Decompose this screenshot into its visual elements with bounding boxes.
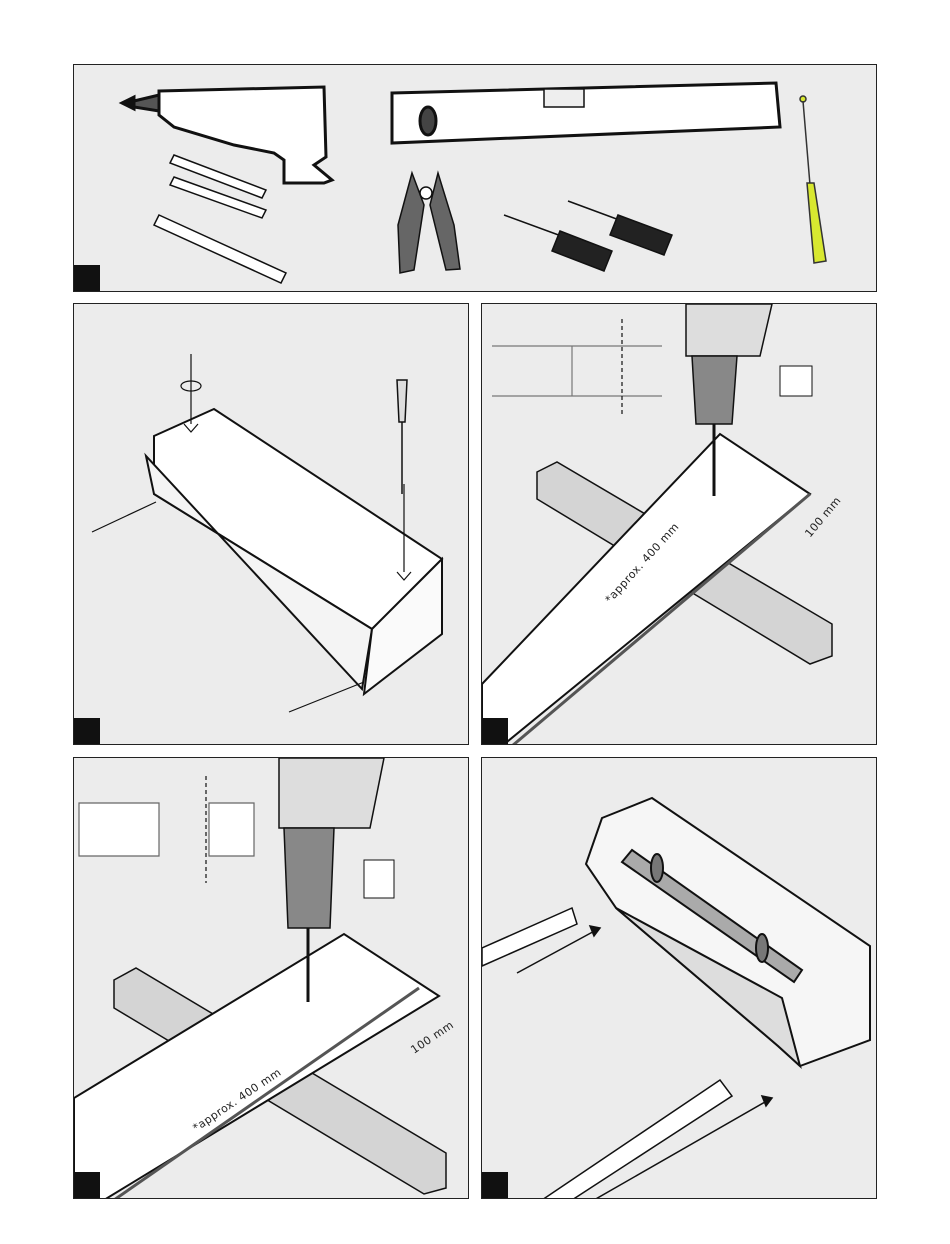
step-marker: [74, 265, 100, 291]
screwdrivers-icon: [504, 201, 672, 271]
step-marker: [482, 718, 508, 744]
mounting-illustration: [74, 304, 469, 745]
power-drill-icon: [122, 87, 332, 183]
assembly-panel: [481, 757, 877, 1199]
spirit-level-icon: [392, 83, 780, 143]
side-cutters-icon: [398, 173, 460, 273]
drill-panel-2: 100 mm *approx. 400 mm: [73, 757, 469, 1199]
yellow-screwdriver-icon: [800, 96, 826, 263]
drill-bits-icon: [154, 155, 286, 283]
cassette-box: [146, 409, 442, 694]
assembly-illustration: [482, 758, 877, 1199]
drill-bit-symbol: [364, 860, 394, 898]
drill-illustration-2: 100 mm *approx. 400 mm: [74, 758, 469, 1199]
cross-section-icon: [79, 776, 254, 883]
distance-label: 100 mm: [408, 1018, 456, 1056]
cross-section-icon: [492, 319, 662, 414]
drill-panel-1: 100 mm *approx. 400 mm: [481, 303, 877, 745]
step-marker: [74, 718, 100, 744]
drill-bit-symbol: [780, 366, 812, 396]
tools-illustration: [74, 65, 877, 292]
bradawl-icon: [397, 380, 407, 494]
mounting-panel: [73, 303, 469, 745]
distance-label: 100 mm: [802, 494, 843, 540]
tools-panel: [73, 64, 877, 292]
step-marker: [482, 1172, 508, 1198]
drill-illustration-1: 100 mm *approx. 400 mm: [482, 304, 877, 745]
step-marker: [74, 1172, 100, 1198]
